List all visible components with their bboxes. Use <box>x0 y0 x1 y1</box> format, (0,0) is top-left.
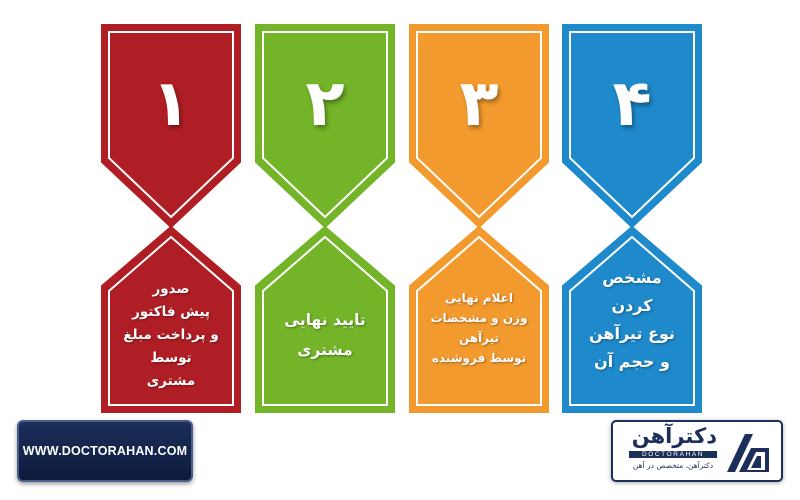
step-3-number: ۳ <box>459 67 499 141</box>
step-4-number: ۴ <box>612 67 652 141</box>
website-banner[interactable]: WWW.DOCTORAHAN.COM <box>17 420 193 482</box>
website-url[interactable]: WWW.DOCTORAHAN.COM <box>22 444 188 458</box>
step-4: ۴ مشخص کردن نوع تیرآهن و حجم آن <box>561 20 703 416</box>
logo-mark-icon <box>727 434 769 472</box>
step-3: ۳ اعلام نهایی وزن و مشخصات تیرآهن توسط ف… <box>408 20 550 416</box>
step-2-label: تایید نهایی مشتری <box>284 311 366 359</box>
step-3-label: اعلام نهایی وزن و مشخصات تیرآهن توسط فرو… <box>430 291 528 365</box>
step-1: ۱ صدور پیش فاکتور و پرداخت مبلغ توسط مشت… <box>100 20 242 416</box>
step-1-number: ۱ <box>151 67 191 141</box>
step-3-shapes <box>409 24 549 413</box>
brand-logo: دکترآهن DOCTORAHAN دکترآهن، متخصص در آهن <box>611 420 783 482</box>
step-2: ۲ تایید نهایی مشتری <box>254 20 396 416</box>
step-2-shapes <box>255 24 395 413</box>
logo-tagline: دکترآهن، متخصص در آهن <box>632 461 714 470</box>
step-4-label: مشخص کردن نوع تیرآهن و حجم آن <box>588 268 675 371</box>
step-1-label: صدور پیش فاکتور و پرداخت مبلغ توسط مشتری <box>123 281 219 389</box>
step-1-shapes <box>101 24 241 413</box>
step-2-number: ۲ <box>305 67 345 141</box>
logo-text-en: DOCTORAHAN <box>629 451 717 458</box>
step-4-shapes <box>562 24 702 413</box>
logo-text-fa: دکترآهن <box>631 424 717 448</box>
